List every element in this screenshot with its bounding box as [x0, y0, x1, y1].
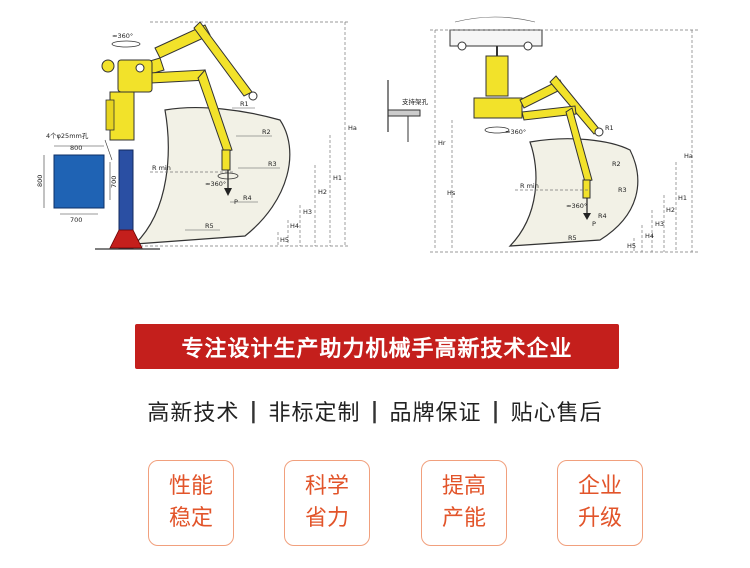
right-hs-label: Hs — [447, 189, 456, 197]
left-load-label: P — [234, 198, 238, 206]
left-r3-label: R3 — [268, 160, 277, 168]
feature-line: 稳定 — [168, 506, 213, 531]
feature-line: 省力 — [304, 506, 349, 531]
feature-line: 提高 — [441, 474, 486, 499]
left-dim-top: 800 — [70, 144, 82, 152]
left-r2-label: R2 — [262, 128, 271, 136]
right-r3-label: R3 — [618, 186, 627, 194]
headline-banner: 专注设计生产助力机械手高新技术企业 — [135, 324, 619, 369]
right-rmin-label: R min — [520, 182, 539, 190]
right-h4-label: H4 — [645, 232, 654, 240]
left-pedestal-diagram: ≈360° ≈360° P R min R1 R2 R3 R4 R5 Ha H1… — [36, 21, 357, 250]
left-ha-label: Ha — [348, 124, 357, 132]
tagline: 高新技术 | 非标定制 | 品牌保证 | 贴心售后 — [0, 393, 750, 429]
feature-card-productivity: 提高 产能 — [421, 460, 507, 546]
left-base-plate — [53, 154, 105, 209]
right-r2-label: R2 — [612, 160, 621, 168]
feature-line: 产能 — [441, 506, 486, 531]
left-rmin-label: R min — [152, 164, 171, 172]
right-load-rotation-label: ≈360° — [566, 202, 587, 210]
left-work-envelope — [133, 107, 291, 245]
feature-card-stability: 性能 稳定 — [148, 460, 234, 546]
feature-line: 性能 — [168, 474, 213, 499]
left-h4-label: H4 — [290, 222, 299, 230]
tagline-item: 非标定制 — [268, 401, 361, 426]
left-r5-label: R5 — [205, 222, 214, 230]
left-h5-label: H5 — [280, 236, 289, 244]
tagline-separator: | — [370, 398, 380, 424]
feature-card-labor-saving: 科学 省力 — [284, 460, 370, 546]
right-support-label: 支持架孔 — [402, 97, 429, 106]
feature-line: 企业 — [577, 474, 622, 499]
right-h2-label: H2 — [666, 206, 675, 214]
left-plate-note: 4个φ25mm孔 — [46, 132, 89, 140]
left-dim-inner: 700 — [110, 176, 118, 188]
left-dim-left: 800 — [36, 175, 44, 187]
tagline-item: 贴心售后 — [510, 401, 603, 426]
left-r1-label: R1 — [240, 100, 249, 108]
tagline-separator: | — [491, 398, 501, 424]
left-r4-label: R4 — [243, 194, 252, 202]
feature-cards: 性能 稳定 科学 省力 提高 产能 企业 升级 — [0, 460, 750, 550]
right-h5-label: H5 — [627, 242, 636, 250]
right-h1-label: H1 — [678, 194, 687, 202]
feature-line: 升级 — [577, 506, 622, 531]
right-r1-label: R1 — [605, 124, 614, 132]
left-h2-label: H2 — [318, 188, 327, 196]
left-rotation-label: ≈360° — [112, 32, 133, 40]
left-h1-label: H1 — [333, 174, 342, 182]
technical-diagrams: ≈360° ≈360° P R min R1 R2 R3 R4 R5 Ha H1… — [36, 16, 700, 253]
right-r5-label: R5 — [568, 234, 577, 242]
tagline-separator: | — [249, 398, 259, 424]
left-load-rotation-label: ≈360° — [205, 180, 226, 188]
right-r4-label: R4 — [598, 212, 607, 220]
tagline-item: 高新技术 — [147, 401, 240, 426]
left-dim-bottom: 700 — [70, 216, 82, 224]
feature-line: 科学 — [304, 474, 349, 499]
right-hr-label: Hr — [438, 139, 446, 147]
feature-card-upgrade: 企业 升级 — [557, 460, 643, 546]
tagline-item: 品牌保证 — [389, 401, 482, 426]
right-h3-label: H3 — [655, 220, 664, 228]
right-work-envelope — [508, 138, 639, 247]
left-h3-label: H3 — [303, 208, 312, 216]
right-ha-label: Ha — [684, 152, 693, 160]
right-ceiling-diagram: ≈360° ≈360° P R min R1 R2 R3 R4 R5 Hr Hs… — [387, 16, 700, 253]
headline-text: 专注设计生产助力机械手高新技术企业 — [181, 336, 573, 362]
right-rotation-label: ≈360° — [505, 128, 526, 136]
right-load-label: P — [592, 220, 596, 228]
